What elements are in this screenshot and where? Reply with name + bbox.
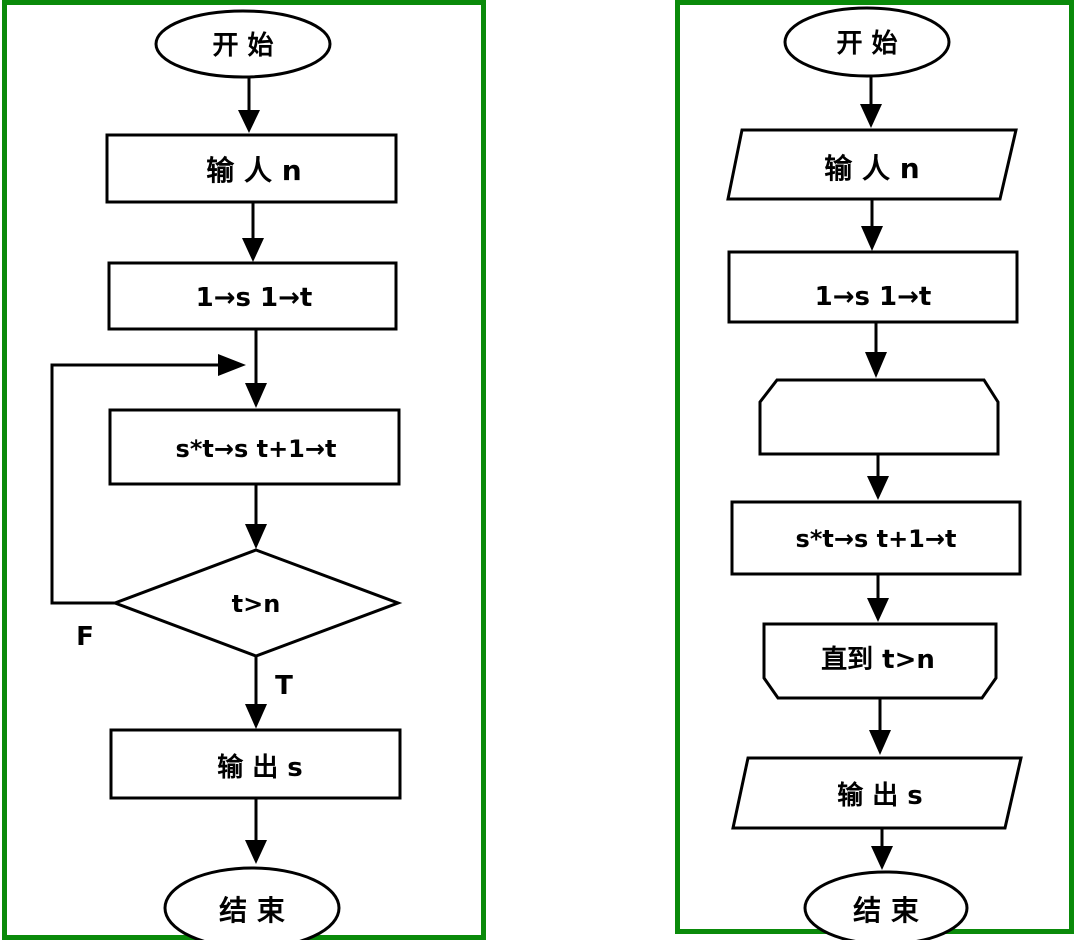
left-arrowhead-6 [245, 840, 267, 864]
right-init-label: 1→s 1→t [815, 282, 932, 312]
right-loop-end-label: 直到 t>n [821, 645, 935, 675]
left-arrowhead-5 [245, 704, 267, 729]
right-loop-end-shape [762, 622, 998, 700]
right-arrowhead-4 [867, 476, 889, 500]
right-output-label: 输 出 s [837, 780, 923, 811]
right-start-terminator [783, 6, 951, 78]
right-end-label: 结 束 [853, 894, 919, 927]
left-false-loop-line [50, 363, 220, 605]
left-body-box [108, 408, 401, 486]
left-false-loop-arrowhead [218, 354, 246, 376]
right-input-parallelogram [726, 128, 1018, 201]
right-body-box [730, 500, 1022, 576]
left-init-box [107, 261, 398, 331]
left-false-label: F [76, 622, 94, 652]
left-input-label: 输 人 n [206, 154, 301, 187]
left-true-label: T [275, 671, 293, 701]
left-end-label: 结 束 [219, 894, 285, 927]
right-start-label: 开 始 [836, 29, 897, 59]
left-arrowhead-4 [245, 524, 267, 549]
right-arrowhead-5 [867, 598, 889, 622]
left-decision-label: t>n [232, 590, 281, 618]
right-arrowhead-1 [860, 104, 882, 128]
right-init-box [727, 250, 1019, 324]
left-init-label: 1→s 1→t [196, 283, 313, 313]
right-arrowhead-7 [871, 846, 893, 870]
left-arrowhead-1 [238, 110, 260, 133]
left-start-label: 开 始 [212, 31, 273, 61]
right-arrowhead-2 [861, 226, 883, 251]
right-flowchart: 开 始 输 人 n 1→s 1→t s*t→s t+1→t 直到 t>n [726, 6, 1023, 940]
left-input-box [105, 133, 398, 204]
right-arrowhead-3 [865, 352, 887, 378]
left-arrowhead-2 [242, 238, 264, 262]
left-flowchart: 开 始 输 人 n 1→s 1→t s*t→s t+1→t t>n F [50, 9, 403, 940]
right-arrowhead-6 [869, 730, 891, 755]
left-arrowhead-3 [245, 383, 267, 408]
left-start-terminator [154, 9, 332, 79]
right-input-label: 输 人 n [824, 152, 919, 185]
left-end-terminator [163, 866, 341, 940]
left-output-box [109, 728, 402, 800]
right-loop-start-shape [758, 378, 1000, 456]
left-output-label: 输 出 s [217, 752, 303, 783]
right-output-parallelogram [731, 756, 1023, 830]
left-body-label: s*t→s t+1→t [176, 435, 337, 463]
right-body-label: s*t→s t+1→t [796, 525, 957, 553]
right-end-terminator [803, 870, 969, 940]
